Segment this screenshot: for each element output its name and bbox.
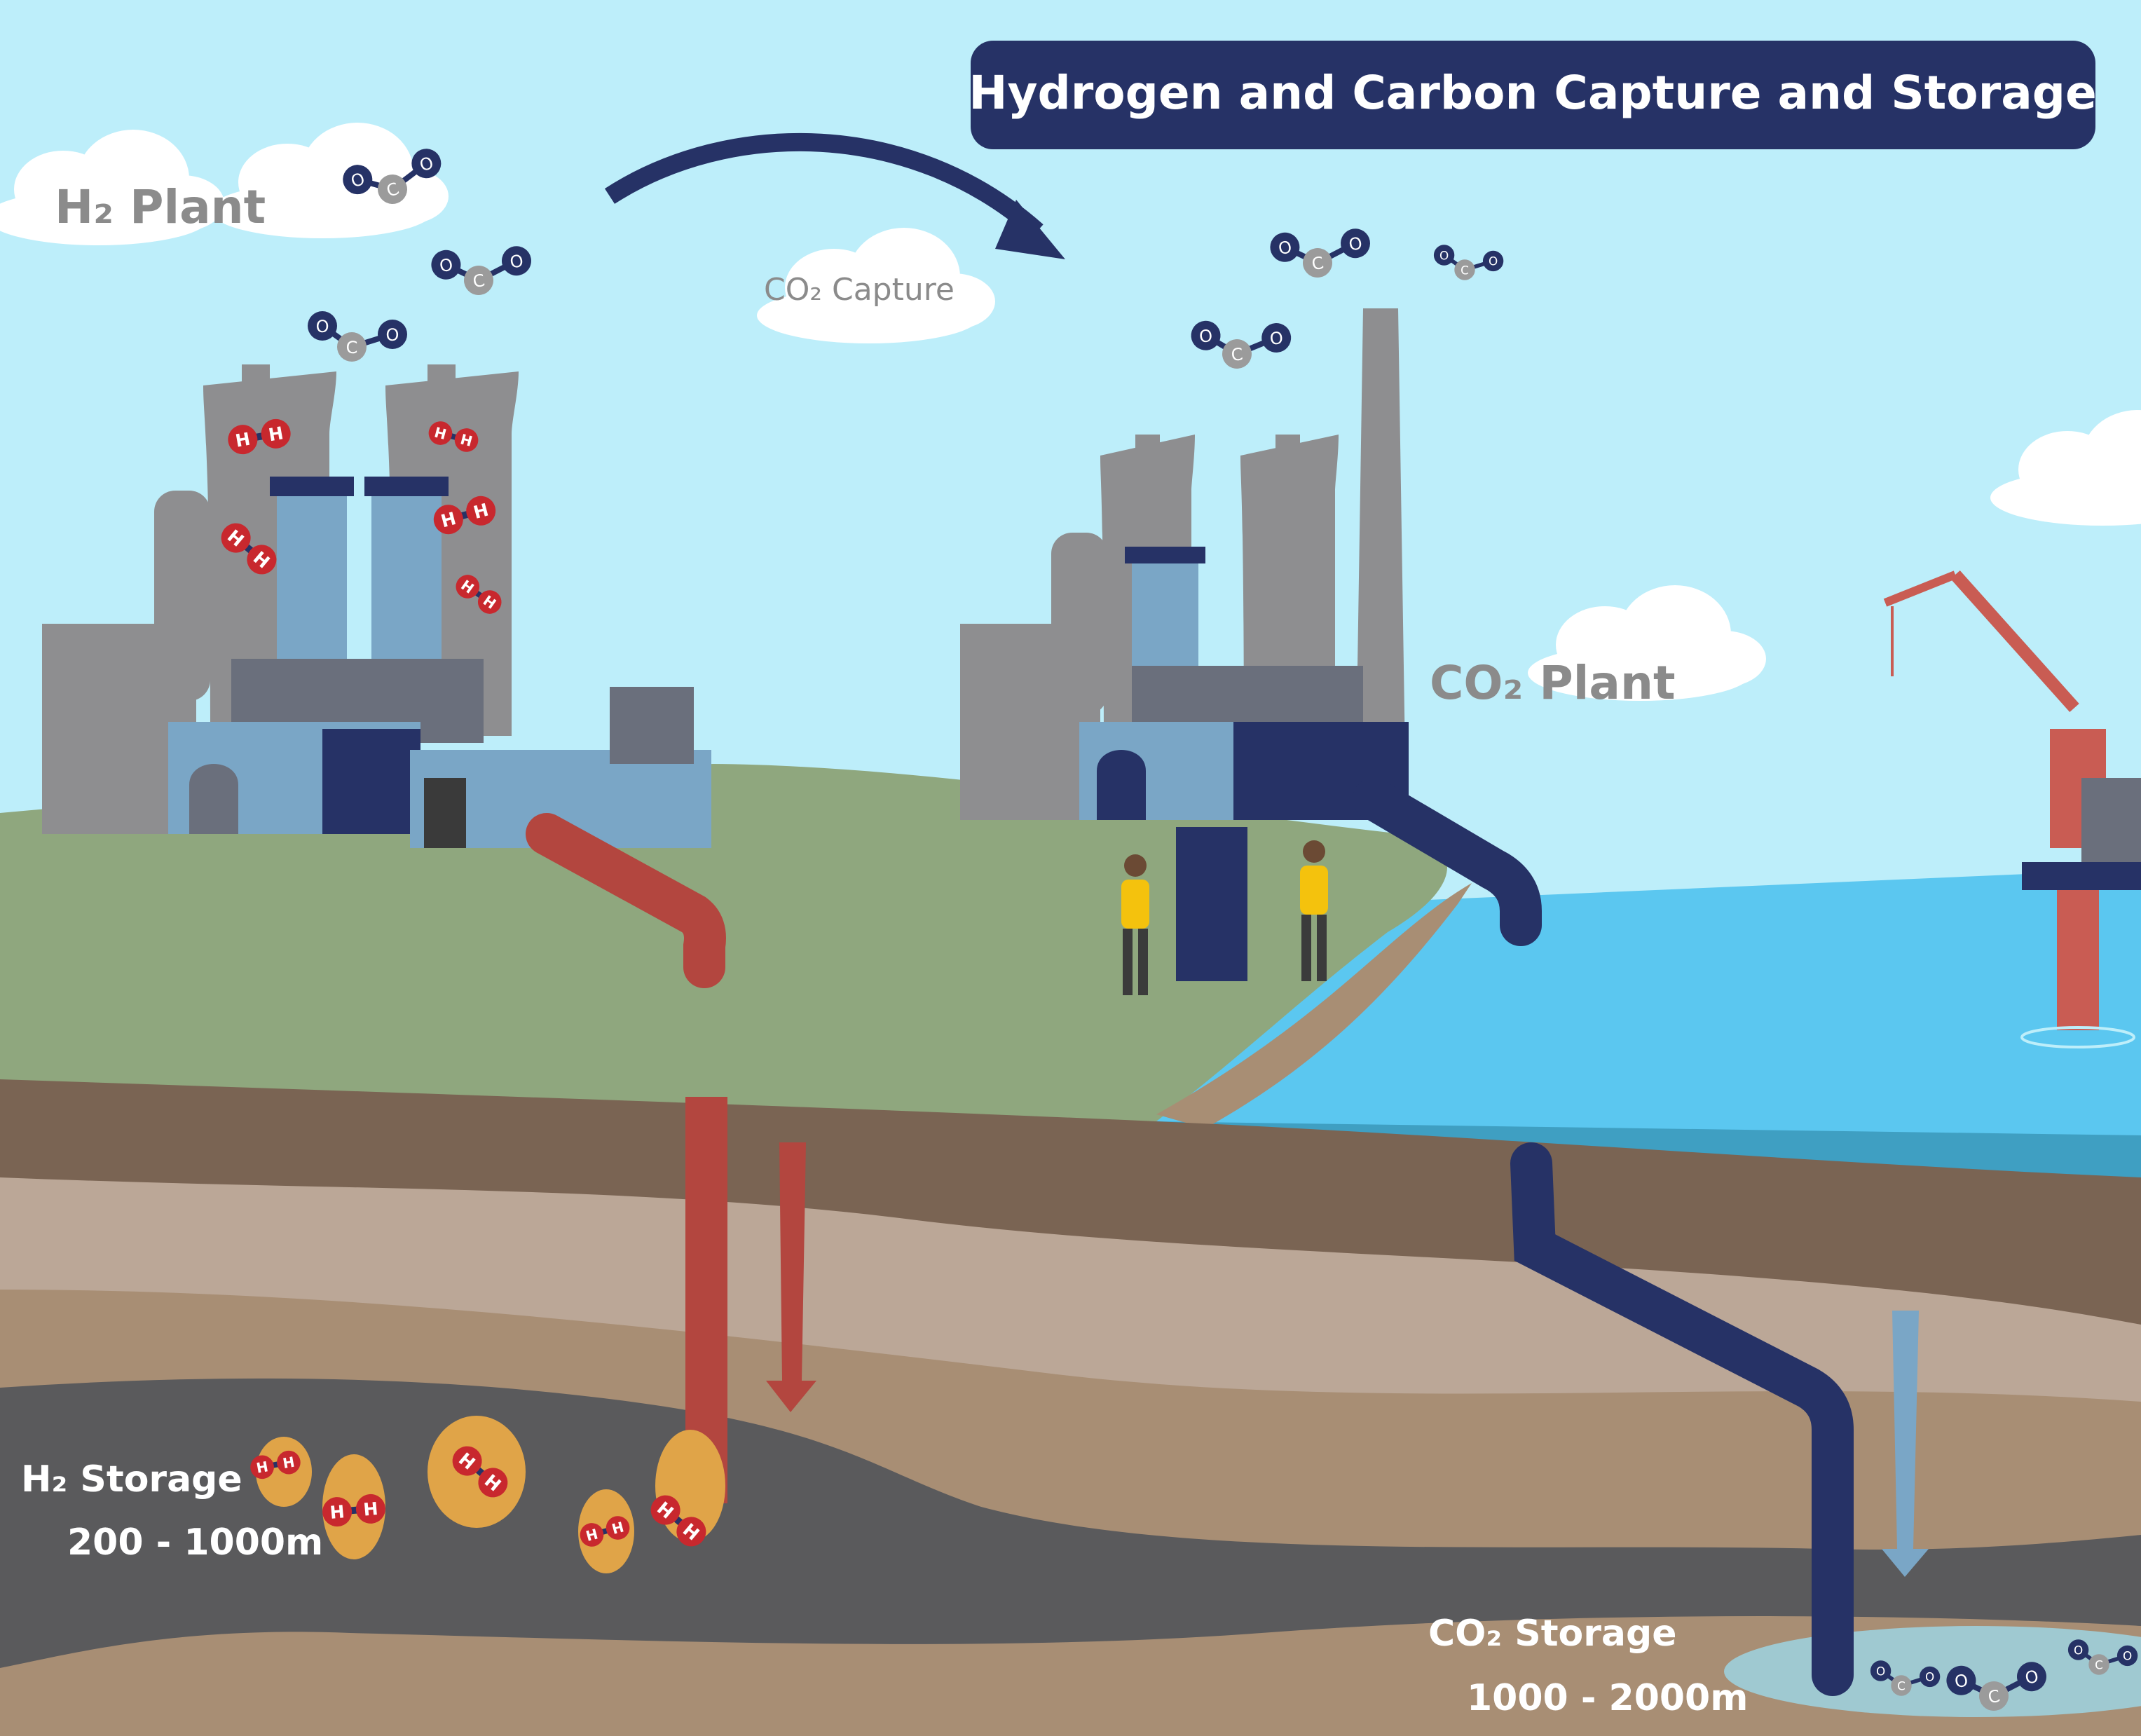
- diagram-title: Hydrogen and Carbon Capture and Storage: [969, 66, 2097, 120]
- co2-storage-depth: 1000 - 2000m: [1467, 1677, 1748, 1719]
- soil-layer-bottom: [0, 1622, 2141, 1736]
- down-arrow-icon: [766, 1142, 816, 1412]
- h2-plant-label: H₂ Plant: [55, 180, 266, 234]
- shore: [1156, 883, 1472, 1128]
- co2-capture-label: CO₂ Capture: [764, 272, 955, 308]
- co2-storage-label: CO₂ Storage: [1428, 1613, 1677, 1655]
- crane-icon: [1883, 570, 2079, 713]
- h2-storage-depth: 200 - 1000m: [67, 1522, 323, 1564]
- curved-arrow-icon: [604, 132, 1044, 238]
- co2-plant-label: CO₂ Plant: [1430, 656, 1676, 710]
- storage-rock-layer: [0, 1378, 2141, 1668]
- co2-surface-pipe: [1353, 778, 1542, 946]
- offshore-platform: [1883, 570, 2141, 1048]
- co2-subsea-pipe: [1510, 1142, 1854, 1696]
- h2-surface-pipe: [526, 813, 726, 988]
- co2-plant: [960, 308, 1409, 820]
- wellhead: [1176, 827, 1247, 981]
- title-banner: [971, 41, 2095, 149]
- curved-arrow-head: [995, 200, 1065, 259]
- h2-storage-label: H₂ Storage: [21, 1458, 242, 1501]
- down-arrow-icon: [1882, 1311, 1929, 1577]
